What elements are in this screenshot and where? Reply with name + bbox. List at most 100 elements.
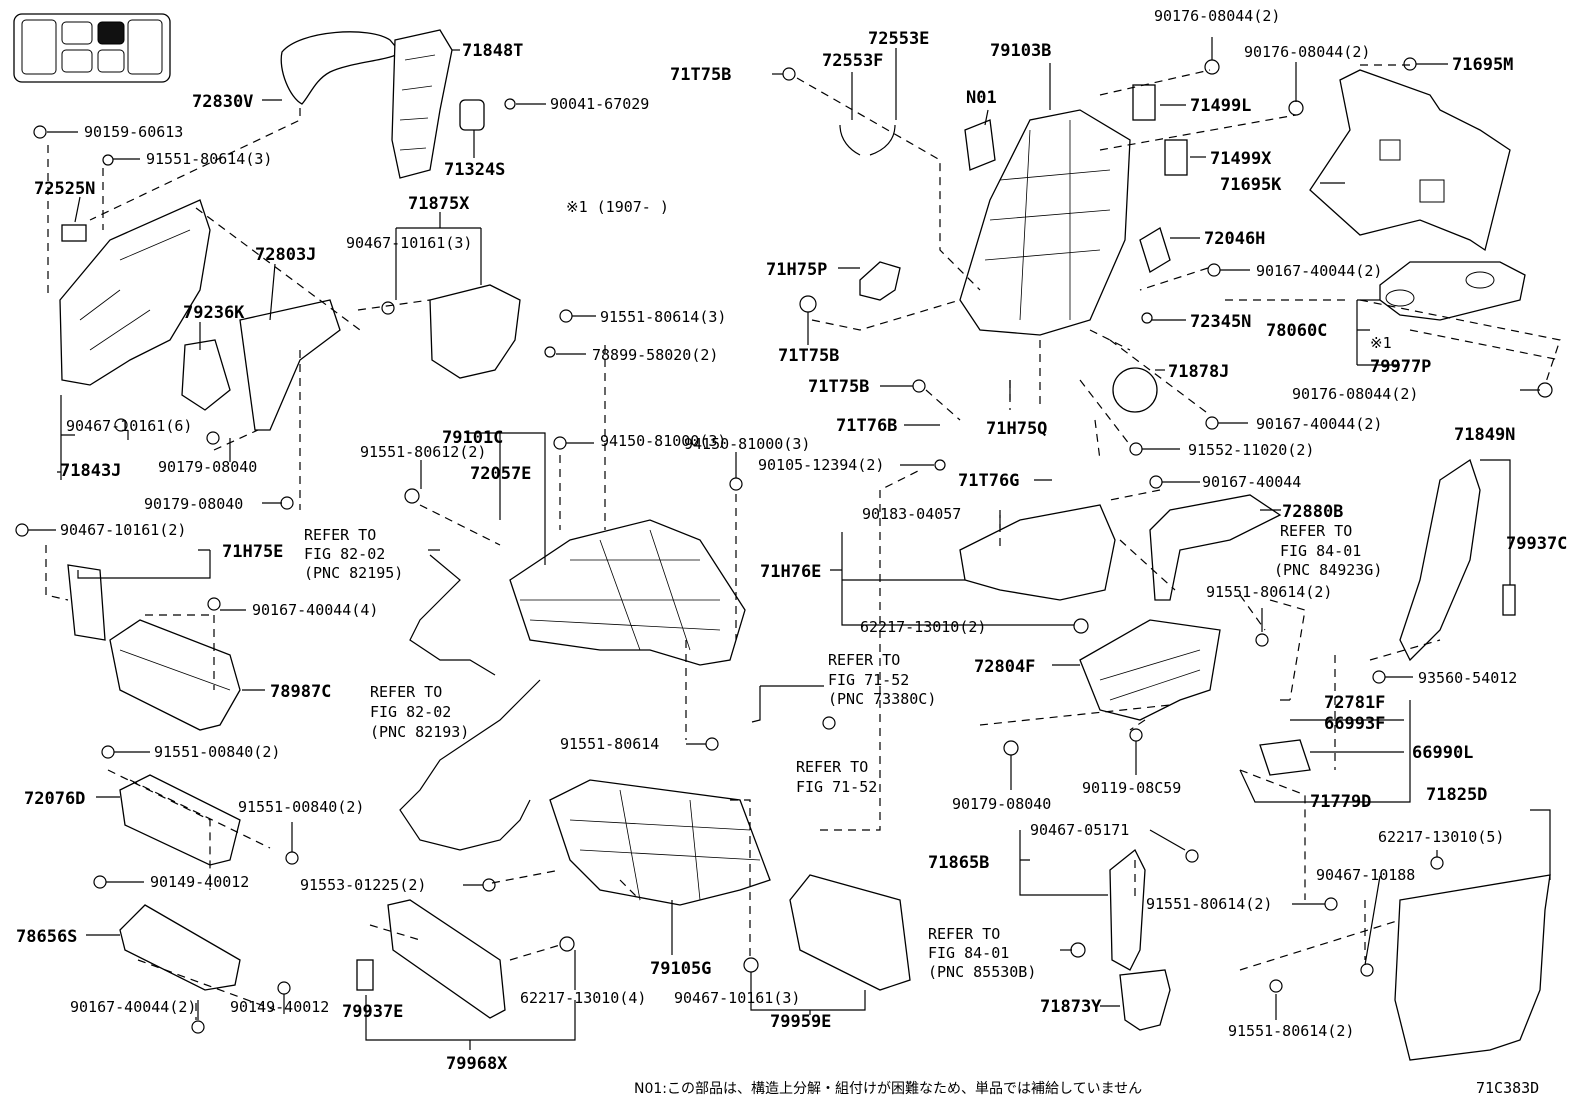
part-label[interactable]: 71324S <box>444 160 505 180</box>
part-label[interactable]: 79236K <box>183 303 245 323</box>
part-label[interactable]: 91551-80614(2) <box>1206 583 1332 601</box>
part-label[interactable]: 72076D <box>24 789 85 809</box>
part-label[interactable]: 79968X <box>446 1054 508 1074</box>
part-label[interactable]: 79959E <box>770 1012 831 1032</box>
part-label[interactable]: 90467-10161(6) <box>66 417 192 435</box>
part-label[interactable]: 78899-58020(2) <box>592 346 718 364</box>
refer-note-line[interactable]: REFER TO <box>928 925 1000 943</box>
part-label[interactable]: 91551-80614(2) <box>1228 1022 1354 1040</box>
part-label[interactable]: 66990L <box>1412 743 1473 763</box>
part-label[interactable]: 91551-80614(3) <box>600 308 726 326</box>
part-label[interactable]: 72880B <box>1282 502 1343 522</box>
part-label[interactable]: 90159-60613 <box>84 123 183 141</box>
refer-note-line[interactable]: REFER TO <box>304 526 376 544</box>
part-label[interactable]: 79937E <box>342 1002 403 1022</box>
part-label[interactable]: 71873Y <box>1040 997 1102 1017</box>
part-label[interactable]: 90119-08C59 <box>1082 779 1181 797</box>
part-label[interactable]: 79977P <box>1370 357 1431 377</box>
part-label[interactable]: 90179-08040 <box>158 458 257 476</box>
part-label[interactable]: 90176-08044(2) <box>1244 43 1370 61</box>
part-label[interactable]: 91552-11020(2) <box>1188 441 1314 459</box>
part-label[interactable]: 72781F <box>1324 693 1385 713</box>
part-label[interactable]: 91551-80614(2) <box>1146 895 1272 913</box>
part-label[interactable]: 71695K <box>1220 175 1282 195</box>
part-label[interactable]: 71849N <box>1454 425 1515 445</box>
part-label[interactable]: 90179-08040 <box>952 795 1051 813</box>
part-label[interactable]: 71695M <box>1452 55 1513 75</box>
part-label[interactable]: 91551-00840(2) <box>154 743 280 761</box>
part-label[interactable]: 71T75B <box>808 377 869 397</box>
part-label[interactable]: 91551-80612(2) <box>360 443 486 461</box>
part-label[interactable]: 71499X <box>1210 149 1272 169</box>
refer-note-line[interactable]: FIG 71-52 <box>828 671 909 689</box>
part-label[interactable]: 71H75P <box>766 260 827 280</box>
refer-note-line[interactable]: REFER TO <box>796 758 868 776</box>
refer-note-line[interactable]: FIG 82-02 <box>304 545 385 563</box>
part-label[interactable]: 90105-12394(2) <box>758 456 884 474</box>
part-label[interactable]: 93560-54012 <box>1418 669 1517 687</box>
part-label[interactable]: 94150-81000(3) <box>600 432 726 450</box>
part-label[interactable]: 72553F <box>822 51 883 71</box>
part-label[interactable]: 78656S <box>16 927 77 947</box>
part-label[interactable]: 90467-10161(3) <box>674 989 800 1007</box>
part-label[interactable]: 90167-40044(2) <box>70 998 196 1016</box>
part-label[interactable]: 72830V <box>192 92 253 112</box>
part-label[interactable]: 71843J <box>60 461 121 481</box>
part-label[interactable]: 71H75E <box>222 542 283 562</box>
part-label[interactable]: 71H75Q <box>986 419 1047 439</box>
part-label[interactable]: 90167-40044 <box>1202 473 1301 491</box>
part-label[interactable]: N01 <box>966 88 997 108</box>
part-label[interactable]: 71T76G <box>958 471 1019 491</box>
part-label[interactable]: 71848T <box>462 41 523 61</box>
refer-note-line[interactable]: (PNC 73380C) <box>828 690 936 708</box>
refer-note-line[interactable]: (PNC 82193) <box>370 723 469 741</box>
part-label[interactable]: 79103B <box>990 41 1051 61</box>
part-label[interactable]: 72345N <box>1190 312 1251 332</box>
part-label[interactable]: 78987C <box>270 682 331 702</box>
part-label[interactable]: 66993F <box>1324 714 1385 734</box>
part-label[interactable]: 72046H <box>1204 229 1265 249</box>
part-label[interactable]: 90167-40044(2) <box>1256 415 1382 433</box>
refer-note-line[interactable]: (PNC 85530B) <box>928 963 1036 981</box>
part-label[interactable]: 71T75B <box>778 346 839 366</box>
refer-note-line[interactable]: REFER TO <box>828 651 900 669</box>
part-label[interactable]: 90041-67029 <box>550 95 649 113</box>
part-label[interactable]: 91551-80614 <box>560 735 659 753</box>
refer-note-line[interactable]: FIG 82-02 <box>370 703 451 721</box>
part-label[interactable]: 71875X <box>408 194 470 214</box>
part-label[interactable]: 90179-08040 <box>144 495 243 513</box>
part-label[interactable]: 90149-40012 <box>230 998 329 1016</box>
part-label[interactable]: 71H76E <box>760 562 821 582</box>
part-label[interactable]: 71T75B <box>670 65 731 85</box>
part-label[interactable]: 71878J <box>1168 362 1229 382</box>
refer-note-line[interactable]: FIG 71-52 <box>796 778 877 796</box>
part-label[interactable]: 72057E <box>470 464 531 484</box>
part-label[interactable]: 90467-05171 <box>1030 821 1129 839</box>
refer-note-line[interactable]: FIG 84-01 <box>928 944 1009 962</box>
refer-note-line[interactable]: FIG 84-01 <box>1280 542 1361 560</box>
part-label[interactable]: 72804F <box>974 657 1035 677</box>
part-label[interactable]: 90167-40044(4) <box>252 601 378 619</box>
part-label[interactable]: 78060C <box>1266 321 1327 341</box>
refer-note-line[interactable]: (PNC 84923G) <box>1274 561 1382 579</box>
part-label[interactable]: 71865B <box>928 853 989 873</box>
part-label[interactable]: 90183-04057 <box>862 505 961 523</box>
refer-note-line[interactable]: REFER TO <box>370 683 442 701</box>
part-label[interactable]: 94150-81000(3) <box>684 435 810 453</box>
part-label[interactable]: 79105G <box>650 959 711 979</box>
part-label[interactable]: 62217-13010(2) <box>860 618 986 636</box>
part-label[interactable]: 91551-00840(2) <box>238 798 364 816</box>
part-label[interactable]: 90467-10161(3) <box>346 234 472 252</box>
part-label[interactable]: 72525N <box>34 179 95 199</box>
part-label[interactable]: 79937C <box>1506 534 1567 554</box>
part-label[interactable]: 91553-01225(2) <box>300 876 426 894</box>
part-label[interactable]: 62217-13010(5) <box>1378 828 1504 846</box>
refer-note-line[interactable]: REFER TO <box>1280 522 1352 540</box>
part-label[interactable]: 90467-10161(2) <box>60 521 186 539</box>
part-label[interactable]: 71499L <box>1190 96 1251 116</box>
part-label[interactable]: 90167-40044(2) <box>1256 262 1382 280</box>
part-label[interactable]: 72803J <box>255 245 316 265</box>
part-label[interactable]: 90176-08044(2) <box>1292 385 1418 403</box>
part-label[interactable]: 62217-13010(4) <box>520 989 646 1007</box>
part-label[interactable]: 90149-40012 <box>150 873 249 891</box>
